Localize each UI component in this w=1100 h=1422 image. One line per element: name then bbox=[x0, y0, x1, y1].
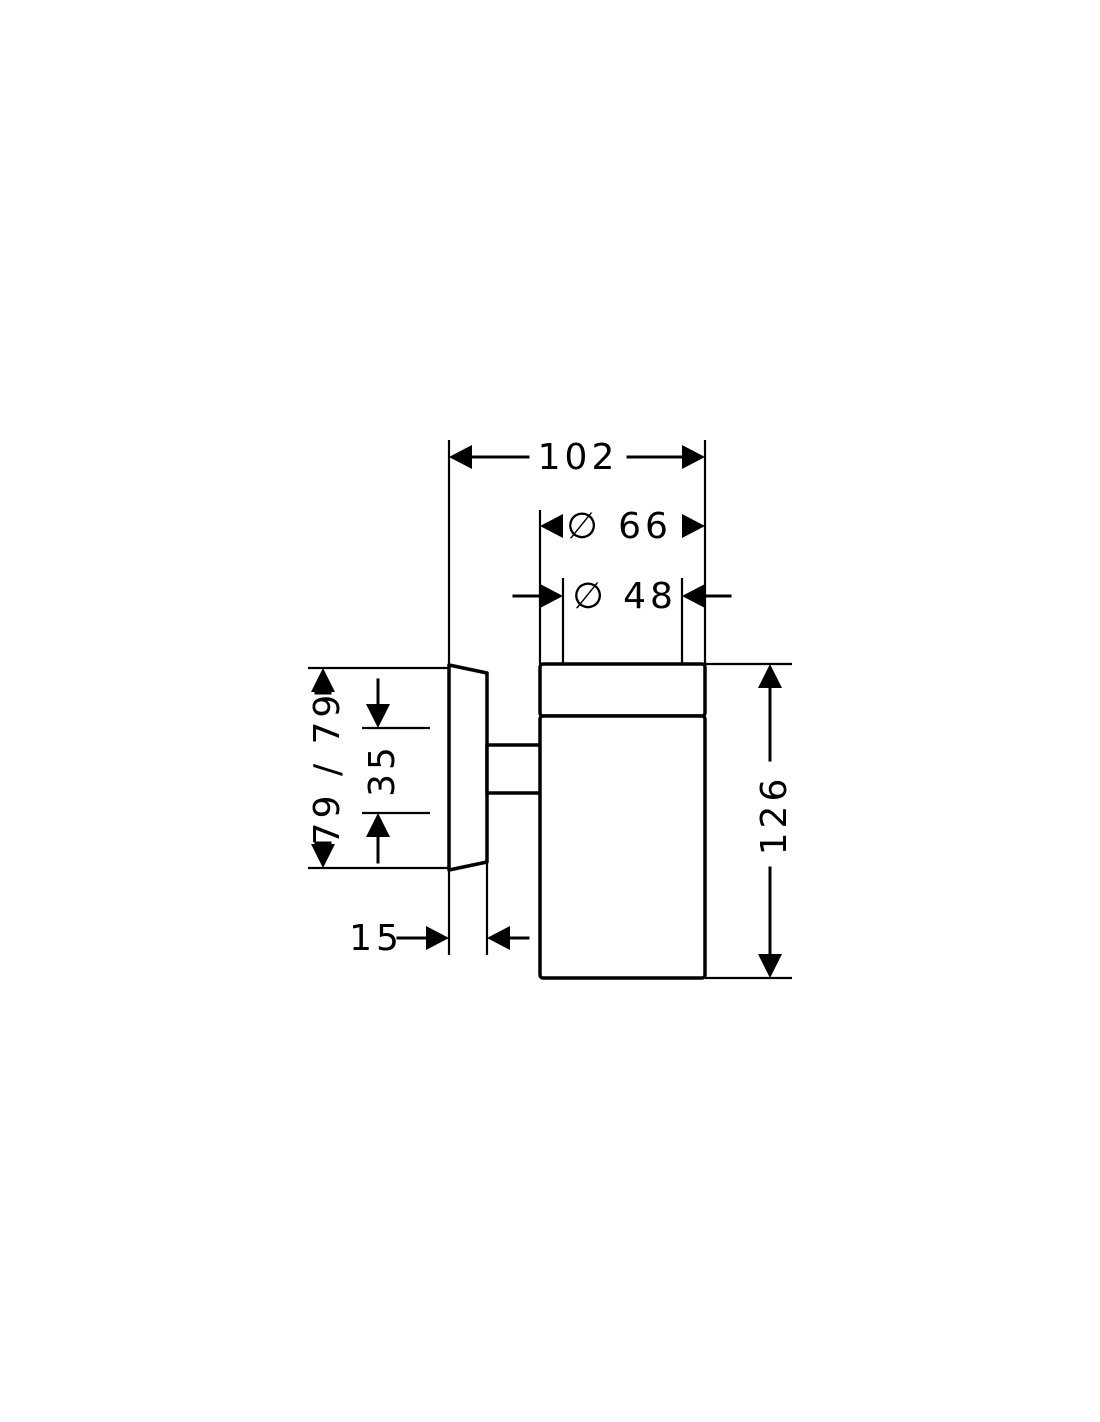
wall-plate bbox=[447, 663, 489, 872]
dimension-label-fixing-spacing: 35 bbox=[362, 743, 403, 797]
dimension-plate-depth: 15 bbox=[349, 862, 530, 959]
dimension-outer-diameter: ∅ 66 bbox=[538, 506, 705, 664]
dimension-inner-diameter: ∅ 48 bbox=[512, 576, 732, 664]
connecting-arm bbox=[485, 743, 549, 795]
dimension-mount-height: 79 / 79 bbox=[307, 666, 449, 870]
holder-ring bbox=[538, 662, 707, 718]
dimension-label-mount-height: 79 / 79 bbox=[307, 691, 348, 846]
dimension-label-inner-diameter: 48 bbox=[623, 576, 677, 617]
product-outline bbox=[447, 662, 707, 980]
dimension-fixing-spacing: 35 bbox=[362, 678, 430, 864]
dimension-overall-depth: 102 bbox=[447, 437, 707, 665]
dimension-label-outer-diameter: 66 bbox=[618, 506, 672, 547]
dimension-label-overall-depth: 102 bbox=[538, 437, 619, 478]
dimension-height: 126 bbox=[705, 662, 795, 980]
dimension-label-height: 126 bbox=[754, 775, 795, 856]
diameter-symbol-icon: ∅ bbox=[566, 506, 601, 547]
dimension-label-plate-depth: 15 bbox=[349, 918, 403, 959]
diameter-symbol-icon: ∅ bbox=[572, 576, 607, 617]
cup-body bbox=[538, 714, 707, 980]
